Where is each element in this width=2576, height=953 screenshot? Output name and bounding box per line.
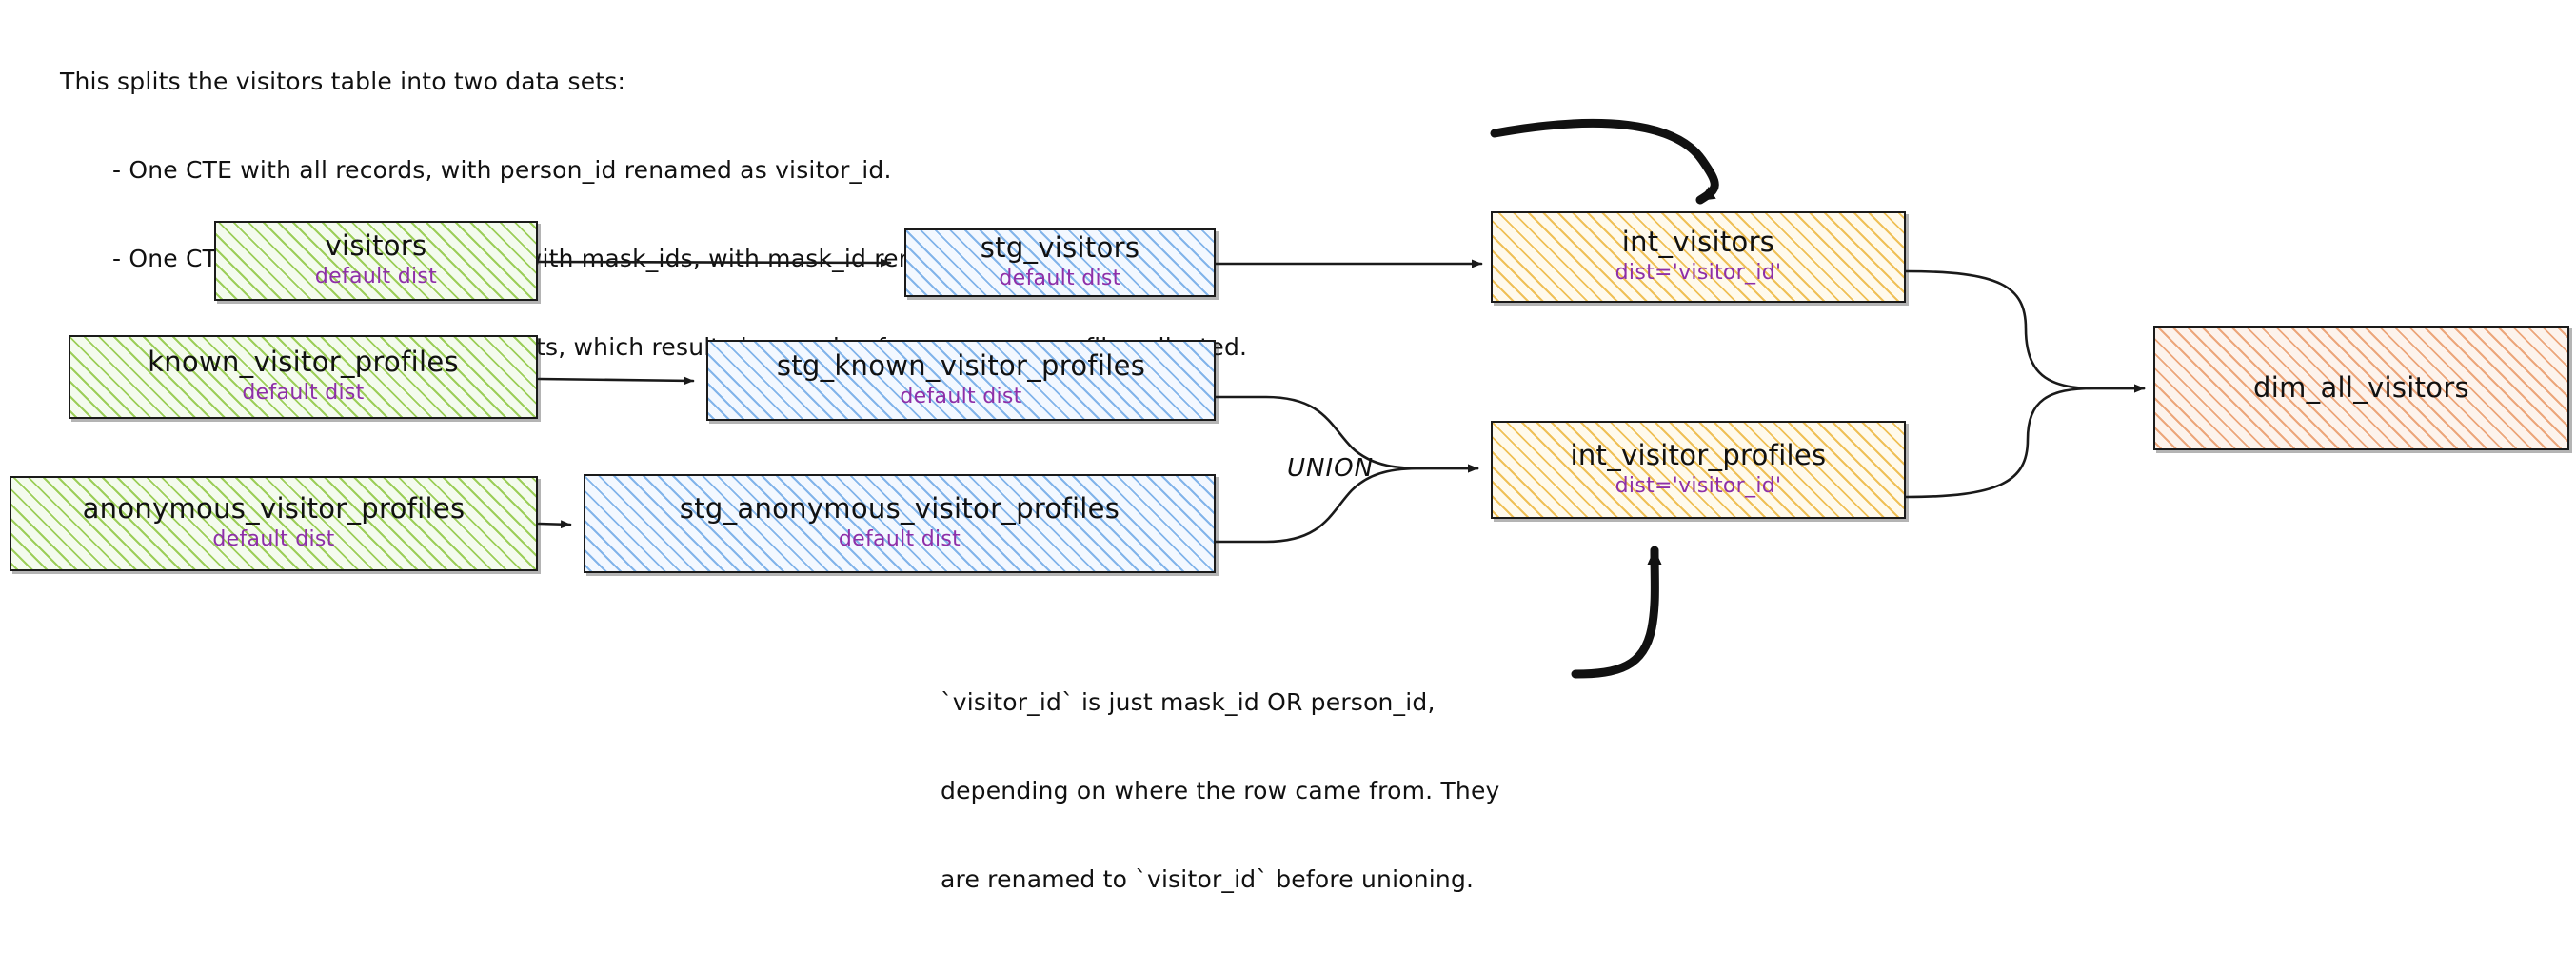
node-anonymous-visitor-profiles[interactable]: anonymous_visitor_profiles default dist [10, 476, 538, 571]
footer-annotation: `visitor_id` is just mask_id OR person_i… [941, 628, 1500, 953]
footer-line-1: `visitor_id` is just mask_id OR person_i… [941, 688, 1436, 716]
node-title: stg_anonymous_visitor_profiles [679, 492, 1120, 526]
node-subtitle: dist='visitor_id' [1615, 261, 1782, 286]
union-label: UNION [1287, 454, 1375, 483]
node-subtitle: default dist [314, 265, 438, 289]
node-known-visitor-profiles[interactable]: known_visitor_profiles default dist [69, 335, 538, 419]
header-line-1: This splits the visitors table into two … [60, 68, 626, 95]
node-title: known_visitor_profiles [148, 346, 459, 379]
edge-anon-to-stg-anon [537, 520, 572, 529]
diagram-canvas: This splits the visitors table into two … [10, 68, 2569, 893]
header-line-2: - One CTE with all records, with person_… [112, 156, 892, 184]
node-stg-visitors[interactable]: stg_visitors default dist [904, 228, 1216, 297]
annotation-arrow-footer-to-int-profiles [1571, 546, 1662, 679]
node-subtitle: default dist [838, 527, 961, 552]
footer-line-2: depending on where the row came from. Th… [941, 777, 1500, 804]
node-title: visitors [325, 229, 427, 263]
node-title: dim_all_visitors [2253, 370, 2469, 404]
node-subtitle: default dist [212, 527, 335, 552]
node-title: int_visitors [1621, 226, 1775, 259]
node-title: stg_visitors [980, 231, 1140, 265]
annotation-arrow-header-to-int-visitors [1490, 119, 1719, 205]
node-dim-all-visitors[interactable]: dim_all_visitors [2153, 326, 2569, 450]
node-title: anonymous_visitor_profiles [82, 492, 466, 526]
node-subtitle: dist='visitor_id' [1615, 473, 1782, 498]
node-subtitle: default dist [999, 267, 1121, 291]
node-subtitle: default dist [900, 384, 1022, 408]
node-stg-anonymous-visitor-profiles[interactable]: stg_anonymous_visitor_profiles default d… [584, 474, 1216, 573]
node-title: int_visitor_profiles [1570, 438, 1827, 471]
edge-int-visitors-to-dim-all [1904, 269, 2146, 393]
node-subtitle: default dist [242, 381, 365, 406]
node-int-visitor-profiles[interactable]: int_visitor_profiles dist='visitor_id' [1491, 421, 1906, 519]
edge-int-profiles-to-dim-all [1904, 384, 2146, 499]
node-stg-known-visitor-profiles[interactable]: stg_known_visitor_profiles default dist [706, 340, 1216, 421]
node-title: stg_known_visitor_profiles [776, 348, 1146, 382]
footer-line-3: are renamed to `visitor_id` before union… [941, 865, 1475, 893]
node-visitors[interactable]: visitors default dist [214, 221, 538, 301]
node-int-visitors[interactable]: int_visitors dist='visitor_id' [1491, 211, 1906, 303]
